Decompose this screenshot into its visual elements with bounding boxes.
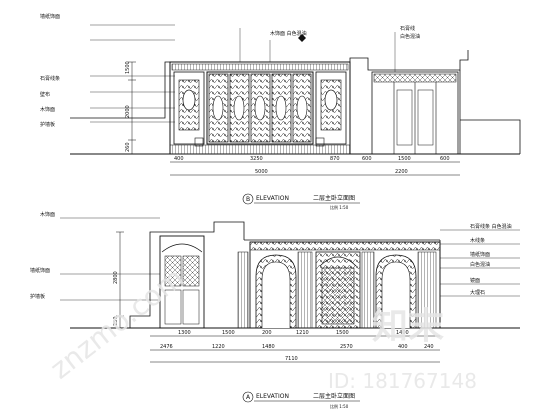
section-marker-a	[242, 391, 254, 403]
lnote-right-4: 镜面	[470, 277, 480, 284]
carved-screen-panels	[206, 71, 314, 145]
dim-row1-4: 1500	[398, 156, 411, 162]
lower-height-dim-1: 2800	[113, 271, 119, 284]
note-top-2: 白色混油	[400, 33, 420, 40]
ldim-r2-0: 2476	[160, 344, 173, 350]
height-dim-3: 260	[125, 142, 131, 152]
side-panel-right	[315, 71, 347, 145]
ldim-r1-1: 1500	[222, 330, 235, 336]
ldim-r2-1: 1220	[212, 344, 225, 350]
note-left-4: 护墙板	[40, 121, 55, 128]
ldim-r2-3: 2570	[340, 344, 353, 350]
lnote-left-1: 墙纸饰面	[30, 267, 50, 274]
dim-row1-5: 600	[440, 156, 450, 162]
dim-row2-0: 5000	[255, 169, 268, 175]
dim-row1-0: 400	[174, 156, 184, 162]
ldim-r1-4: 1500	[336, 330, 349, 336]
ldim-r1-0: 1300	[178, 330, 191, 336]
lnote-right-5: 大理石	[470, 289, 485, 296]
ldim-r2-4: 400	[398, 344, 408, 350]
lnote-left-2: 护墙板	[30, 293, 45, 300]
lnote-right-0: 石膏线条 白色混油	[470, 223, 512, 230]
side-panel-left	[173, 71, 205, 145]
watermark-id: ID: 181767148	[328, 369, 477, 393]
dim-row1-3: 600	[362, 156, 372, 162]
lnote-right-3: 白色混油	[470, 261, 490, 268]
section-marker-b	[242, 193, 254, 205]
note-left-0: 墙纸饰面	[40, 13, 60, 20]
dim-row2-1: 2200	[395, 169, 408, 175]
ldim-r1-3: 1210	[296, 330, 309, 336]
lnote-left-0: 木饰面	[40, 211, 55, 218]
note-top-1: 石膏线	[400, 25, 415, 32]
ldim-r3-0: 7110	[285, 356, 298, 362]
note-top-0: 木饰面 白色混油	[270, 30, 307, 37]
left-door	[159, 235, 205, 329]
marker-b-label: B	[246, 196, 250, 203]
dim-row1-1: 3250	[250, 156, 263, 162]
upper-subtitle: 二层主卧立面图	[313, 194, 355, 202]
upper-left-notes	[90, 24, 175, 123]
upper-elevation: 1500 2000 260 400 3250 870 600 1500 600 …	[40, 13, 521, 210]
level-marker-icon	[298, 34, 306, 42]
lower-scale: 比例 1:50	[330, 403, 349, 409]
watermark-logo: 知末	[372, 306, 444, 347]
lower-elevation: 2800 250 1300 1500 200 1210 1500 1400 24…	[30, 211, 520, 409]
upper-scale: 比例 1:50	[330, 204, 349, 210]
lower-subtitle: 二层主卧立面图	[313, 392, 355, 400]
dim-row1-2: 870	[330, 156, 340, 162]
wardrobe-unit	[371, 71, 459, 155]
height-dim-1: 1500	[125, 61, 131, 74]
lnote-right-1: 木线条	[470, 237, 485, 244]
note-left-3: 木饰面	[40, 106, 55, 113]
note-left-1: 石膏线条	[40, 75, 60, 82]
upper-title: ELEVATION	[256, 195, 289, 202]
ldim-r2-2: 1480	[262, 344, 275, 350]
marker-a-label: A	[246, 394, 251, 401]
height-dim-2: 2000	[125, 105, 131, 118]
ldim-r1-2: 200	[262, 330, 272, 336]
arched-wall-panels	[237, 241, 441, 329]
lnote-right-2: 墙纸饰面	[470, 251, 490, 258]
lower-height-dim-2: 250	[113, 316, 119, 326]
ldim-r1-5: 1400	[396, 330, 409, 336]
lower-title: ELEVATION	[256, 393, 289, 400]
ldim-r2-5: 240	[424, 344, 434, 350]
note-left-2: 壁布	[40, 91, 50, 98]
